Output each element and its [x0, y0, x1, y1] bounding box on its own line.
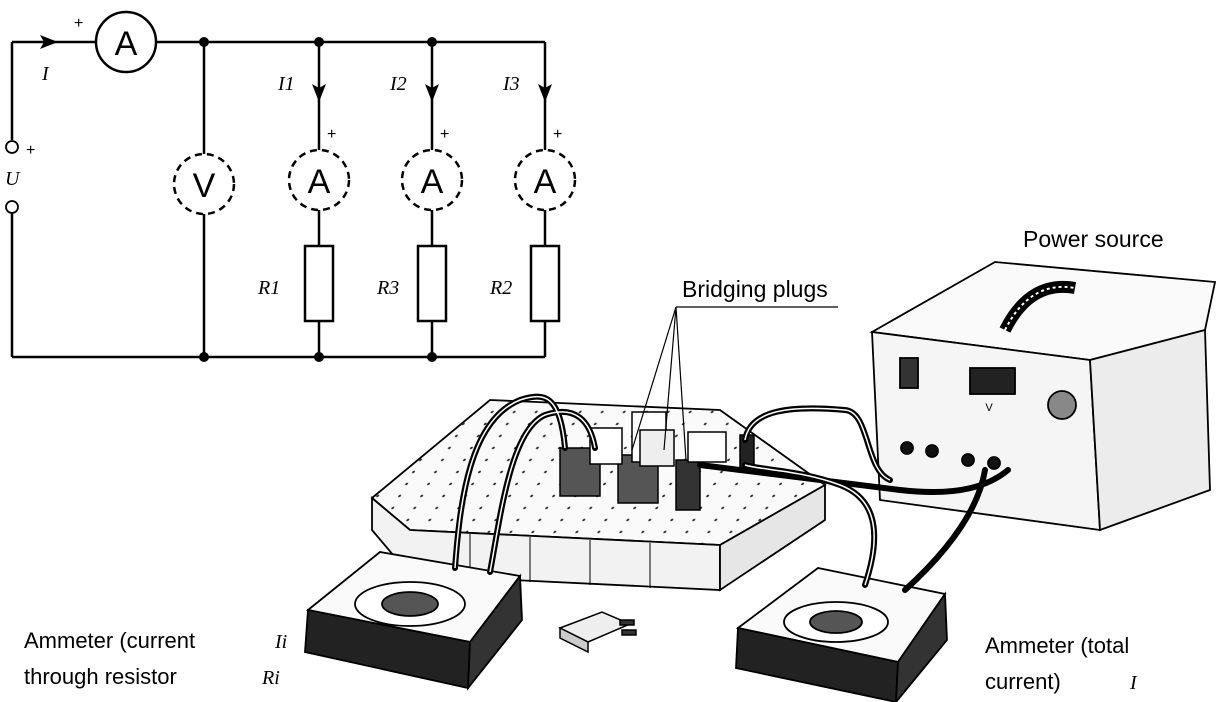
resistor-r3-symbol: [416, 244, 448, 323]
ammeter-total-label-line1: Ammeter (total: [985, 633, 1129, 658]
resistor-block-3: [639, 429, 675, 467]
ammeter-branch-side: [466, 573, 523, 691]
voltmeter-symbol: [172, 152, 236, 216]
ammeter-total-label-line2: current): [985, 669, 1061, 694]
arrow-i2: [425, 84, 439, 102]
label-r1: R1: [257, 277, 280, 299]
display-unit-label: V: [985, 402, 993, 414]
plus-source: +: [26, 142, 35, 159]
main-ammeter-symbol: [94, 10, 158, 74]
output-terminal-3: [961, 453, 975, 467]
branch2-ammeter-letter: A: [421, 163, 444, 201]
output-terminal-4: [987, 456, 1001, 470]
ammeter-total-dial-center: [809, 610, 863, 634]
label-r3: R3: [376, 277, 399, 299]
source-terminal-plus: [5, 140, 19, 154]
ammeter-total-device: [735, 567, 948, 702]
plus-branch1: +: [327, 126, 336, 143]
label-source-voltage: U: [5, 168, 21, 190]
ammeter-total-symbol: I: [1129, 672, 1138, 694]
label-r2: R2: [489, 277, 512, 299]
voltage-display: [969, 367, 1016, 395]
power-source: [869, 261, 1217, 532]
branch1-ammeter-letter: A: [308, 163, 331, 201]
label-i2: I2: [389, 73, 407, 95]
ammeter-branch-symbol-current: Ii: [274, 631, 287, 653]
plus-main-ammeter: +: [74, 15, 83, 32]
bridging-plugs-label: Bridging plugs: [682, 276, 828, 302]
arrow-i1: [312, 84, 326, 102]
source-terminal-minus: [5, 200, 19, 214]
cable-right-meter-2: [902, 467, 988, 593]
label-total-current: I: [41, 63, 50, 85]
label-i3: I3: [502, 73, 520, 95]
branch3-ammeter-letter: A: [534, 163, 557, 201]
loose-bridging-plug: [558, 611, 637, 654]
main-ammeter-letter: A: [115, 25, 138, 63]
current-arrows: [40, 35, 552, 102]
voltage-knob: [1047, 390, 1077, 420]
ammeter-branch-label-line1: Ammeter (current: [24, 628, 195, 653]
resistor-block-4: [687, 431, 727, 463]
ammeter-total-side: [895, 591, 948, 702]
branch1-ammeter-symbol: [287, 148, 351, 212]
plus-branch3: +: [553, 126, 562, 143]
breadboard-side: [719, 483, 826, 592]
bridging-plugs-callout: [631, 306, 838, 461]
plug-block-3: [675, 459, 701, 511]
cable-power-2: [697, 462, 1011, 496]
branch2-ammeter-symbol: [400, 148, 464, 212]
label-i1: I1: [277, 73, 295, 95]
board-components: [559, 411, 755, 511]
power-source-label: Power source: [1023, 226, 1164, 252]
power-source-side: [1089, 328, 1211, 532]
power-switch: [899, 357, 919, 389]
ammeter-branch-label-line2: through resistor: [24, 664, 177, 689]
ammeter-branch-device: [304, 551, 523, 691]
junction-dots: [199, 37, 437, 362]
arrow-i3: [538, 84, 552, 102]
ammeter-branch-dial-center: [381, 591, 439, 617]
output-terminal-2: [925, 444, 939, 458]
plus-branch2: +: [440, 126, 449, 143]
output-terminal-1: [900, 441, 914, 455]
branch3-ammeter-symbol: [513, 148, 577, 212]
arrow-total-current: [40, 35, 58, 49]
voltmeter-letter: V: [193, 167, 216, 205]
circuit-diagram: [5, 10, 577, 359]
resistor-r1-symbol: [303, 244, 335, 323]
ammeter-branch-symbol-resistor: Ri: [261, 667, 280, 689]
ammeter-total-front: [735, 626, 899, 702]
resistor-r2-symbol: [529, 244, 561, 323]
cable-highlights: [454, 396, 891, 586]
